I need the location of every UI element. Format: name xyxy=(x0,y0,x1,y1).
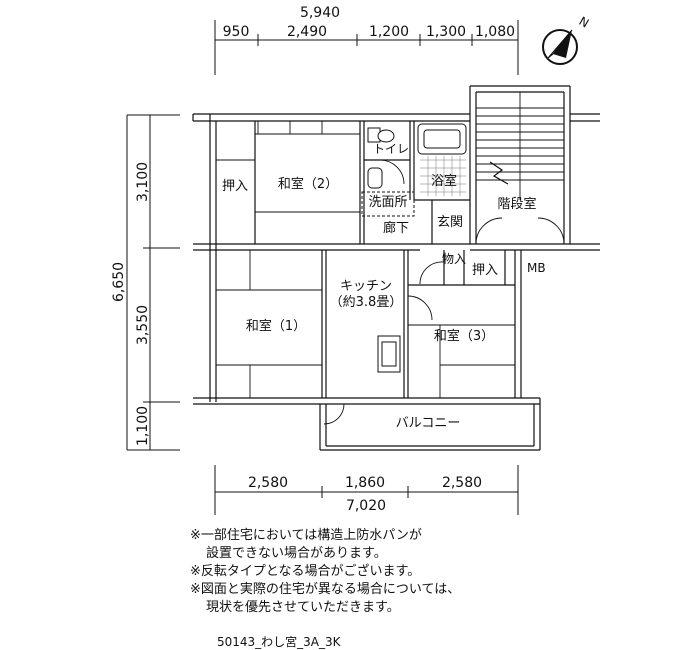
toilet-fixture-icon xyxy=(367,127,395,143)
note-line-1: ※一部住宅においては構造上防水パンが xyxy=(190,528,422,543)
compass-north-label: N xyxy=(577,14,592,31)
left-seg-2: 3,550 xyxy=(135,305,151,345)
room-washitsu-3: 和室（3） xyxy=(434,328,494,344)
bottom-dimension xyxy=(214,465,519,515)
tatami-lines xyxy=(216,121,515,398)
left-seg-1: 3,100 xyxy=(135,162,151,202)
walls xyxy=(192,85,600,451)
left-total-dim: 6,650 xyxy=(111,262,127,302)
note-line-4: ※図面と実際の住宅が異なる場合については、 xyxy=(190,582,461,597)
kitchen-counter xyxy=(377,335,401,373)
top-seg-2: 2,490 xyxy=(287,24,327,40)
room-balcony: バルコニー xyxy=(396,416,461,431)
room-kitchen-size: （約3.8畳） xyxy=(330,295,403,310)
room-senmenjo: 洗面所 xyxy=(368,195,407,210)
room-rouka: 廊下 xyxy=(383,220,409,236)
compass-icon xyxy=(542,29,578,65)
room-toilet: トイレ xyxy=(373,142,409,156)
top-dimension xyxy=(214,20,519,75)
left-seg-3: 1,100 xyxy=(135,406,151,446)
bottom-seg-2: 1,860 xyxy=(345,475,385,491)
room-genkan: 玄関 xyxy=(437,215,463,230)
bathtub-icon xyxy=(417,123,467,155)
door-swings xyxy=(323,159,565,425)
top-total-dim: 5,940 xyxy=(300,5,340,21)
room-washitsu-2: 和室（2） xyxy=(278,176,338,192)
room-kitchen: キッチン xyxy=(340,279,392,294)
note-line-5: 現状を優先させていただきます。 xyxy=(206,600,400,615)
left-dimension xyxy=(126,114,180,451)
bottom-total-dim: 7,020 xyxy=(346,498,386,514)
room-oshiire-2: 押入 xyxy=(472,263,498,278)
plan-code: 50143_わし宮_3A_3K xyxy=(217,635,341,649)
room-yokushitsu: 浴室 xyxy=(431,173,457,189)
top-seg-1: 950 xyxy=(223,24,250,40)
room-oshiire-1: 押入 xyxy=(222,179,248,194)
top-seg-3: 1,200 xyxy=(369,24,409,40)
bottom-seg-3: 2,580 xyxy=(442,475,482,491)
top-seg-5: 1,080 xyxy=(475,24,515,40)
staircase xyxy=(476,92,564,200)
room-mono-1: 物入 xyxy=(442,252,466,266)
note-line-3: ※反転タイプとなる場合がございます。 xyxy=(190,564,421,579)
bath-floor-grid xyxy=(420,156,466,196)
room-mb: MB xyxy=(527,261,546,275)
room-kaidanshitsu: 階段室 xyxy=(497,196,536,212)
bottom-seg-1: 2,580 xyxy=(248,475,288,491)
notes: ※一部住宅においては構造上防水パンが 設置できない場合があります。 ※反転タイプ… xyxy=(190,527,670,617)
note-line-2: 設置できない場合があります。 xyxy=(206,546,387,561)
top-seg-4: 1,300 xyxy=(426,24,466,40)
room-washitsu-1: 和室（1） xyxy=(246,318,306,334)
washbasin-icon xyxy=(361,167,415,217)
